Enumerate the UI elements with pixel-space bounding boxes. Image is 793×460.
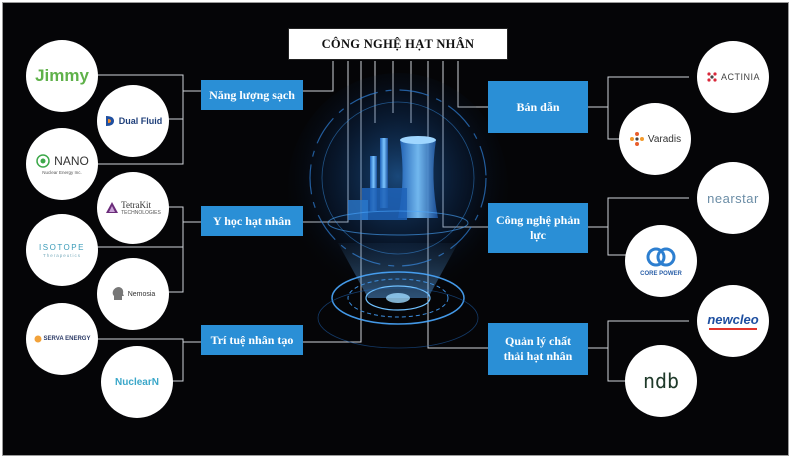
nemosia-head-icon bbox=[112, 287, 124, 300]
nuclear-plant-illustration bbox=[288, 73, 508, 349]
logo-isotope-text: ISOTOPE bbox=[39, 242, 85, 252]
logo-nearstar: nearstar bbox=[697, 162, 769, 234]
logo-isotope: ISOTOPE Therapeutics bbox=[26, 214, 98, 286]
logo-tetrakit-subtitle: TECHNOLOGIES bbox=[121, 210, 161, 216]
diagram-title: CÔNG NGHỆ HẠT NHÂN bbox=[288, 28, 508, 60]
logo-tetrakit: TetraKit TECHNOLOGIES bbox=[97, 172, 169, 244]
logo-actinia: ACTINIA bbox=[697, 41, 769, 113]
logo-core-power-text: CORE POWER bbox=[640, 271, 682, 277]
serva-icon bbox=[34, 335, 42, 343]
logo-varadis: Varadis bbox=[619, 103, 691, 175]
category-nuclear-waste-management: Quản lý chất thải hạt nhân bbox=[488, 323, 588, 375]
tetrakit-icon bbox=[106, 202, 119, 213]
logo-nuclearn-text: NuclearN bbox=[115, 376, 159, 388]
logo-nano-nuclear: NANO Nuclear Energy Inc. bbox=[26, 128, 98, 200]
logo-actinia-text: ACTINIA bbox=[720, 72, 760, 82]
nano-atom-icon bbox=[36, 154, 50, 168]
diagram-panel: CÔNG NGHỆ HẠT NHÂN Năng lượng sạch Y học… bbox=[2, 2, 789, 456]
logo-nano-text: NANO bbox=[54, 154, 89, 168]
logo-nuclearn: NuclearN bbox=[101, 346, 173, 418]
newcleo-underline bbox=[709, 328, 757, 330]
logo-nearstar-text: nearstar bbox=[707, 190, 759, 206]
logo-nemosia: Nemosia bbox=[97, 258, 169, 330]
actinia-dots-icon bbox=[707, 72, 717, 82]
category-reactor-technology: Công nghệ phản lực bbox=[488, 203, 588, 253]
core-power-icon bbox=[646, 247, 676, 267]
category-semiconductors: Bán dẫn bbox=[488, 81, 588, 133]
logo-jimmy-text: Jimmy bbox=[35, 66, 89, 85]
category-nuclear-medicine: Y học hạt nhân bbox=[201, 206, 303, 236]
logo-dual-fluid-text: Dual Fluid bbox=[118, 116, 163, 126]
logo-nano-subtitle: Nuclear Energy Inc. bbox=[42, 170, 82, 175]
varadis-molecule-icon bbox=[629, 132, 644, 146]
logo-core-power: CORE POWER bbox=[625, 225, 697, 297]
logo-dual-fluid: Dual Fluid bbox=[97, 85, 169, 157]
logo-isotope-subtitle: Therapeutics bbox=[42, 252, 81, 258]
logo-varadis-text: Varadis bbox=[647, 133, 682, 145]
logo-nemosia-text: Nemosia bbox=[127, 290, 156, 298]
logo-jimmy: Jimmy bbox=[26, 40, 98, 112]
logo-tetrakit-text: TetraKit bbox=[121, 200, 151, 210]
logo-newcleo-text: newcleo bbox=[707, 312, 759, 327]
logo-serva-energy: SERVA ENERGY bbox=[26, 303, 98, 375]
category-artificial-intelligence: Trí tuệ nhân tạo bbox=[201, 325, 303, 355]
logo-ndb: ndb bbox=[625, 345, 697, 417]
logo-serva-text: SERVA ENERGY bbox=[43, 336, 91, 342]
logo-newcleo: newcleo bbox=[697, 285, 769, 357]
logo-ndb-text: ndb bbox=[642, 369, 680, 393]
dual-fluid-icon bbox=[105, 116, 114, 126]
category-clean-energy: Năng lượng sạch bbox=[201, 80, 303, 110]
